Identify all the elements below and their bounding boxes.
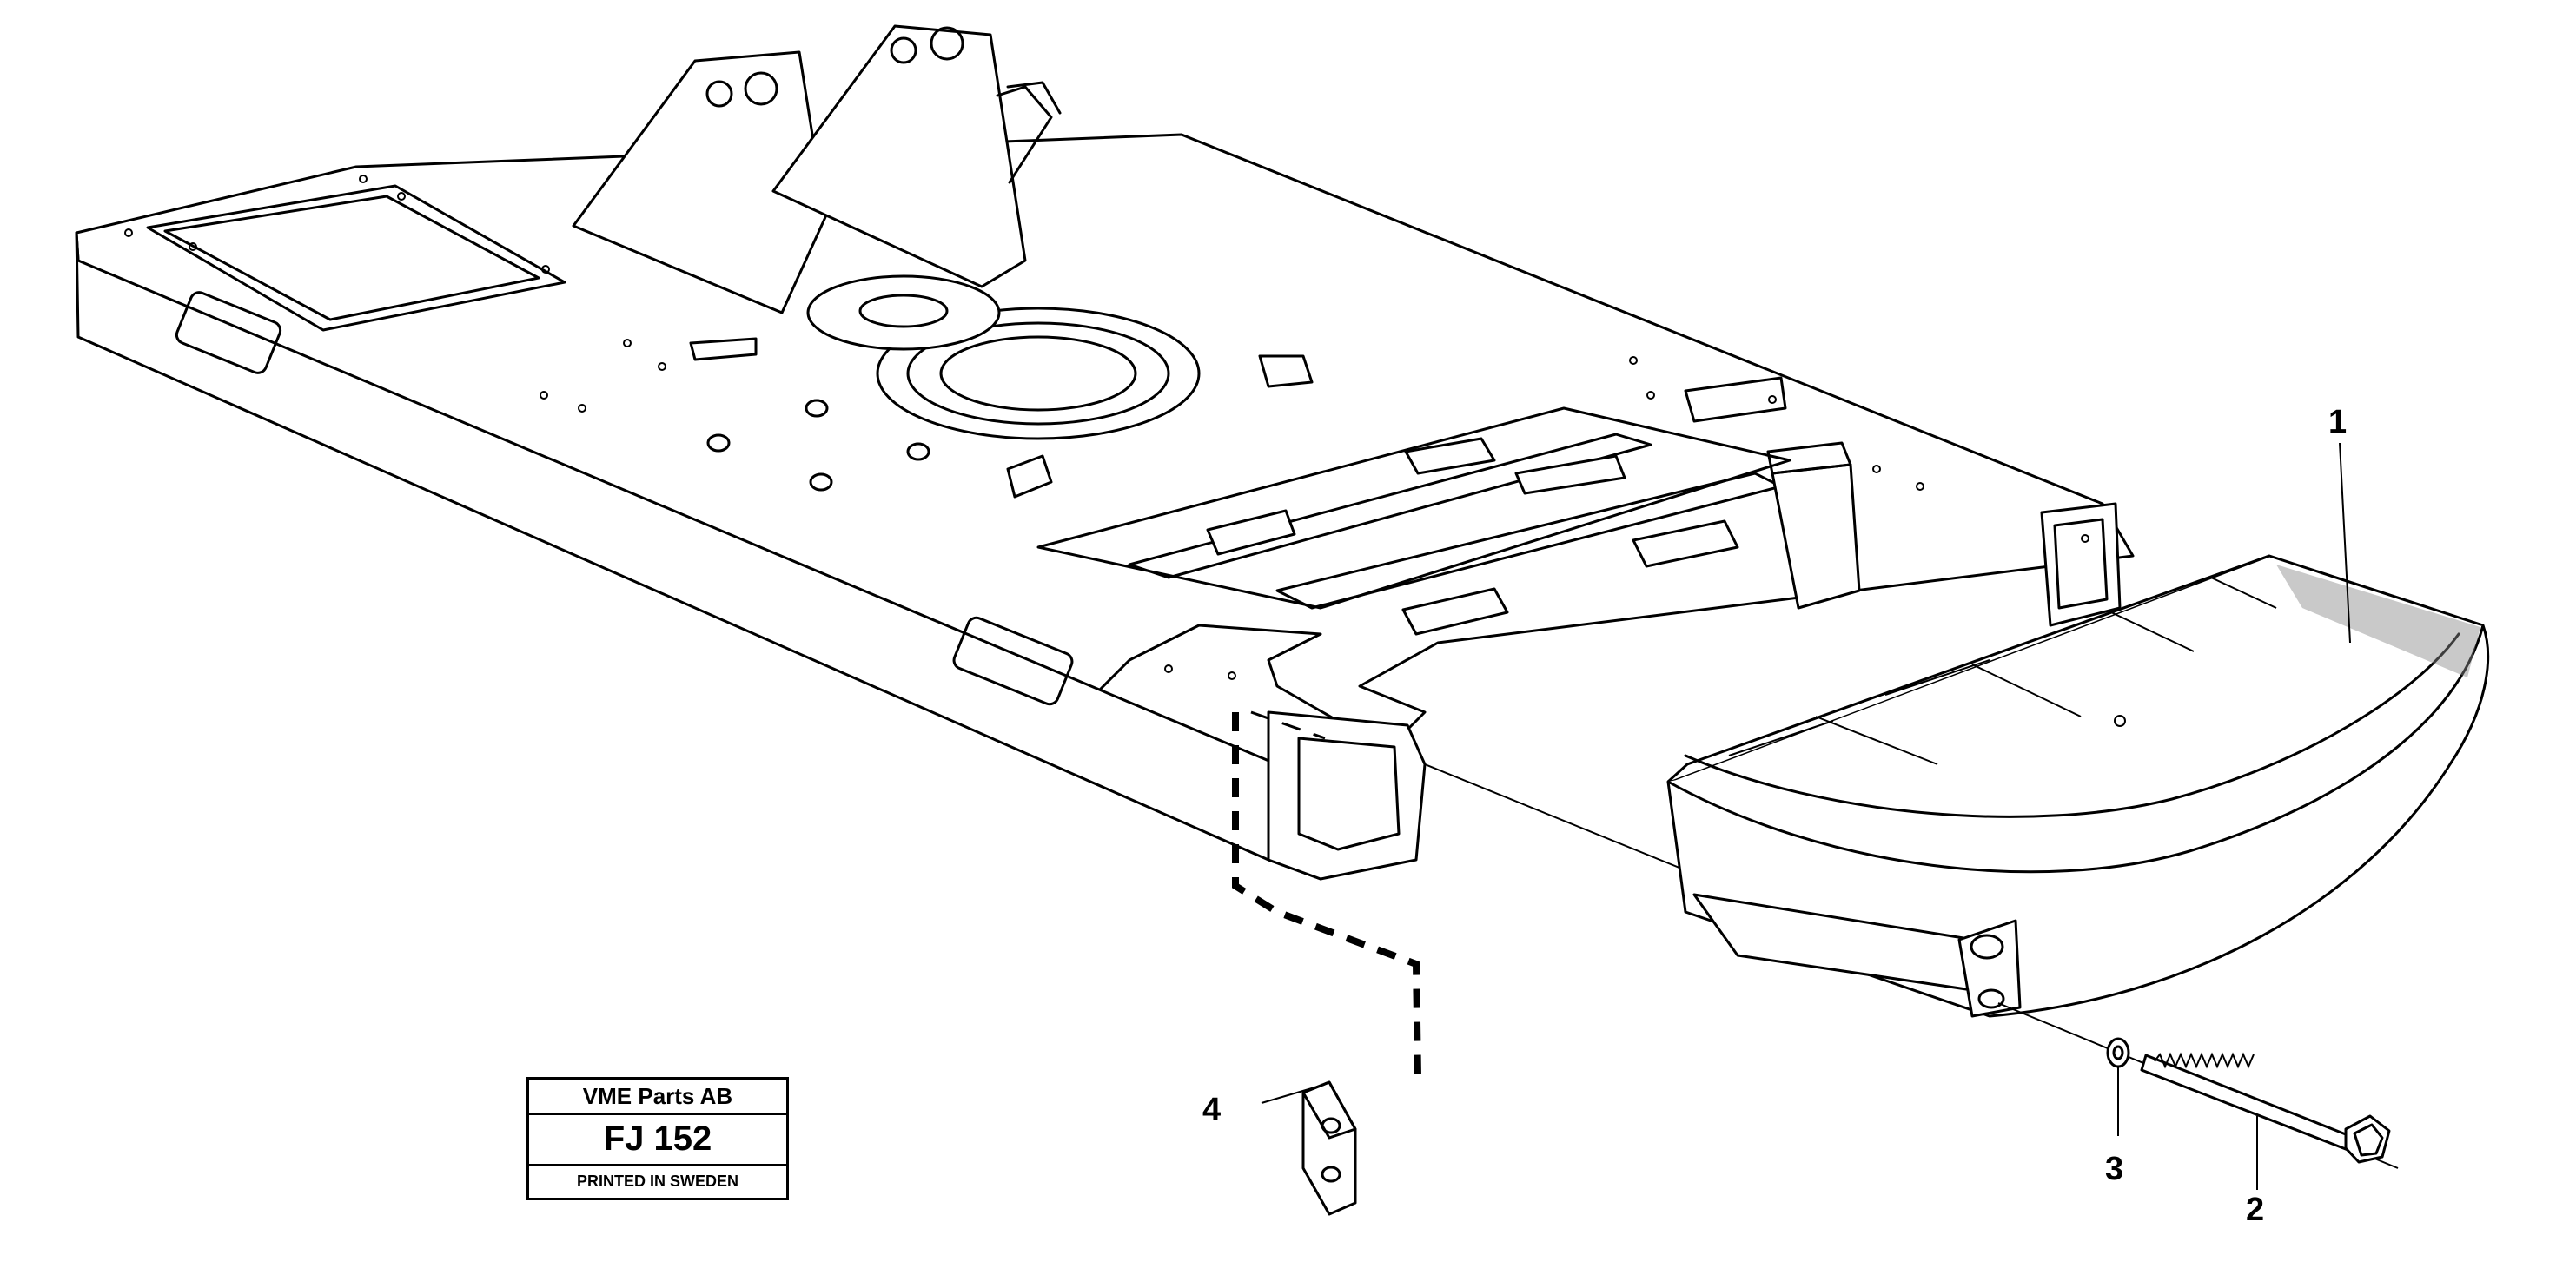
plate-alignment-line [1232, 710, 1421, 1078]
stamp-footer: PRINTED IN SWEDEN [576, 1173, 738, 1191]
stamp-code: FJ 152 [529, 1115, 786, 1166]
counterweight [1666, 554, 2490, 1018]
callout-1: 1 [2328, 404, 2347, 440]
callout-3: 3 [2105, 1151, 2123, 1187]
washer [2106, 1037, 2130, 1068]
title-stamp: VME Parts AB FJ 152 PRINTED IN SWEDEN [526, 1077, 789, 1200]
callout-2: 2 [2246, 1192, 2264, 1228]
plate [1301, 1080, 1357, 1216]
screw [2140, 1052, 2391, 1164]
callout-4: 4 [1202, 1092, 1221, 1128]
frame-bolt-holes [124, 175, 2089, 680]
upper-frame [75, 24, 2135, 881]
stamp-company: VME Parts AB [529, 1080, 786, 1115]
leader-lines [1261, 442, 2351, 1190]
